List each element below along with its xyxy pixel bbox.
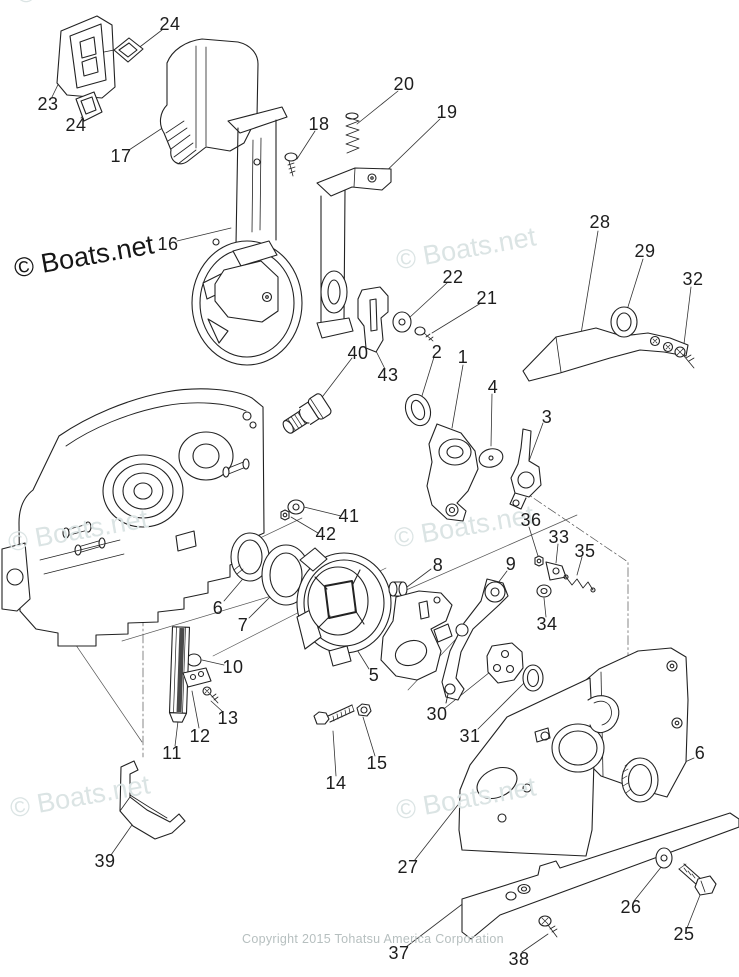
part-9-linkage xyxy=(380,578,509,704)
part-36-nut xyxy=(534,555,544,567)
part-35-spring xyxy=(563,574,596,593)
part-19-bracket xyxy=(316,167,392,339)
part-4-washer xyxy=(478,448,504,468)
part-22-washer xyxy=(392,311,412,333)
part-37-strip xyxy=(461,812,739,940)
part-24-grommet xyxy=(113,37,144,63)
part-31-ring xyxy=(522,664,544,692)
part-43-bracket xyxy=(357,286,389,353)
copyright-text: Copyright 2015 Tohatsu America Corporati… xyxy=(242,932,504,946)
part-29-ring xyxy=(610,306,638,338)
part-17-cover xyxy=(159,38,259,165)
part-34-bushing xyxy=(536,584,552,598)
part-25-bolt xyxy=(678,863,717,896)
part-28-lever xyxy=(522,327,689,382)
part-27-plate xyxy=(458,677,605,857)
part-3-lever xyxy=(509,428,542,510)
part-24-grommet xyxy=(75,91,103,122)
part-14-bolt xyxy=(313,704,355,725)
part-38-screw xyxy=(538,915,558,938)
part-housing xyxy=(1,388,265,647)
part-2-ring xyxy=(404,393,432,427)
part-20-spring xyxy=(345,112,360,154)
part-39-bracket xyxy=(119,760,186,840)
part-21-screw xyxy=(414,326,434,342)
part-30-cam xyxy=(486,642,524,684)
part-42-nut xyxy=(280,509,290,521)
part-6-ring-b xyxy=(621,757,659,803)
part-16-lever xyxy=(191,106,303,366)
part-6-ring xyxy=(230,532,270,582)
part-12-plate xyxy=(182,667,212,688)
part-1-plate xyxy=(426,423,479,522)
part-41-washer xyxy=(287,499,305,515)
part-32-screw xyxy=(674,346,695,369)
leader-lines xyxy=(51,29,703,953)
part-claw xyxy=(587,695,620,734)
part-26-washer xyxy=(655,847,673,869)
part-33-bracket xyxy=(545,561,567,581)
part-40-shaft xyxy=(282,393,332,434)
part-18-screw xyxy=(284,152,298,177)
part-13-screw xyxy=(202,686,219,704)
part-10-cap xyxy=(186,653,202,667)
part-11-strip xyxy=(168,626,191,723)
part-15-nut xyxy=(356,703,372,717)
part-8-bushing xyxy=(388,581,408,597)
part-23-switch xyxy=(56,15,116,99)
part-5-drum xyxy=(296,547,392,667)
